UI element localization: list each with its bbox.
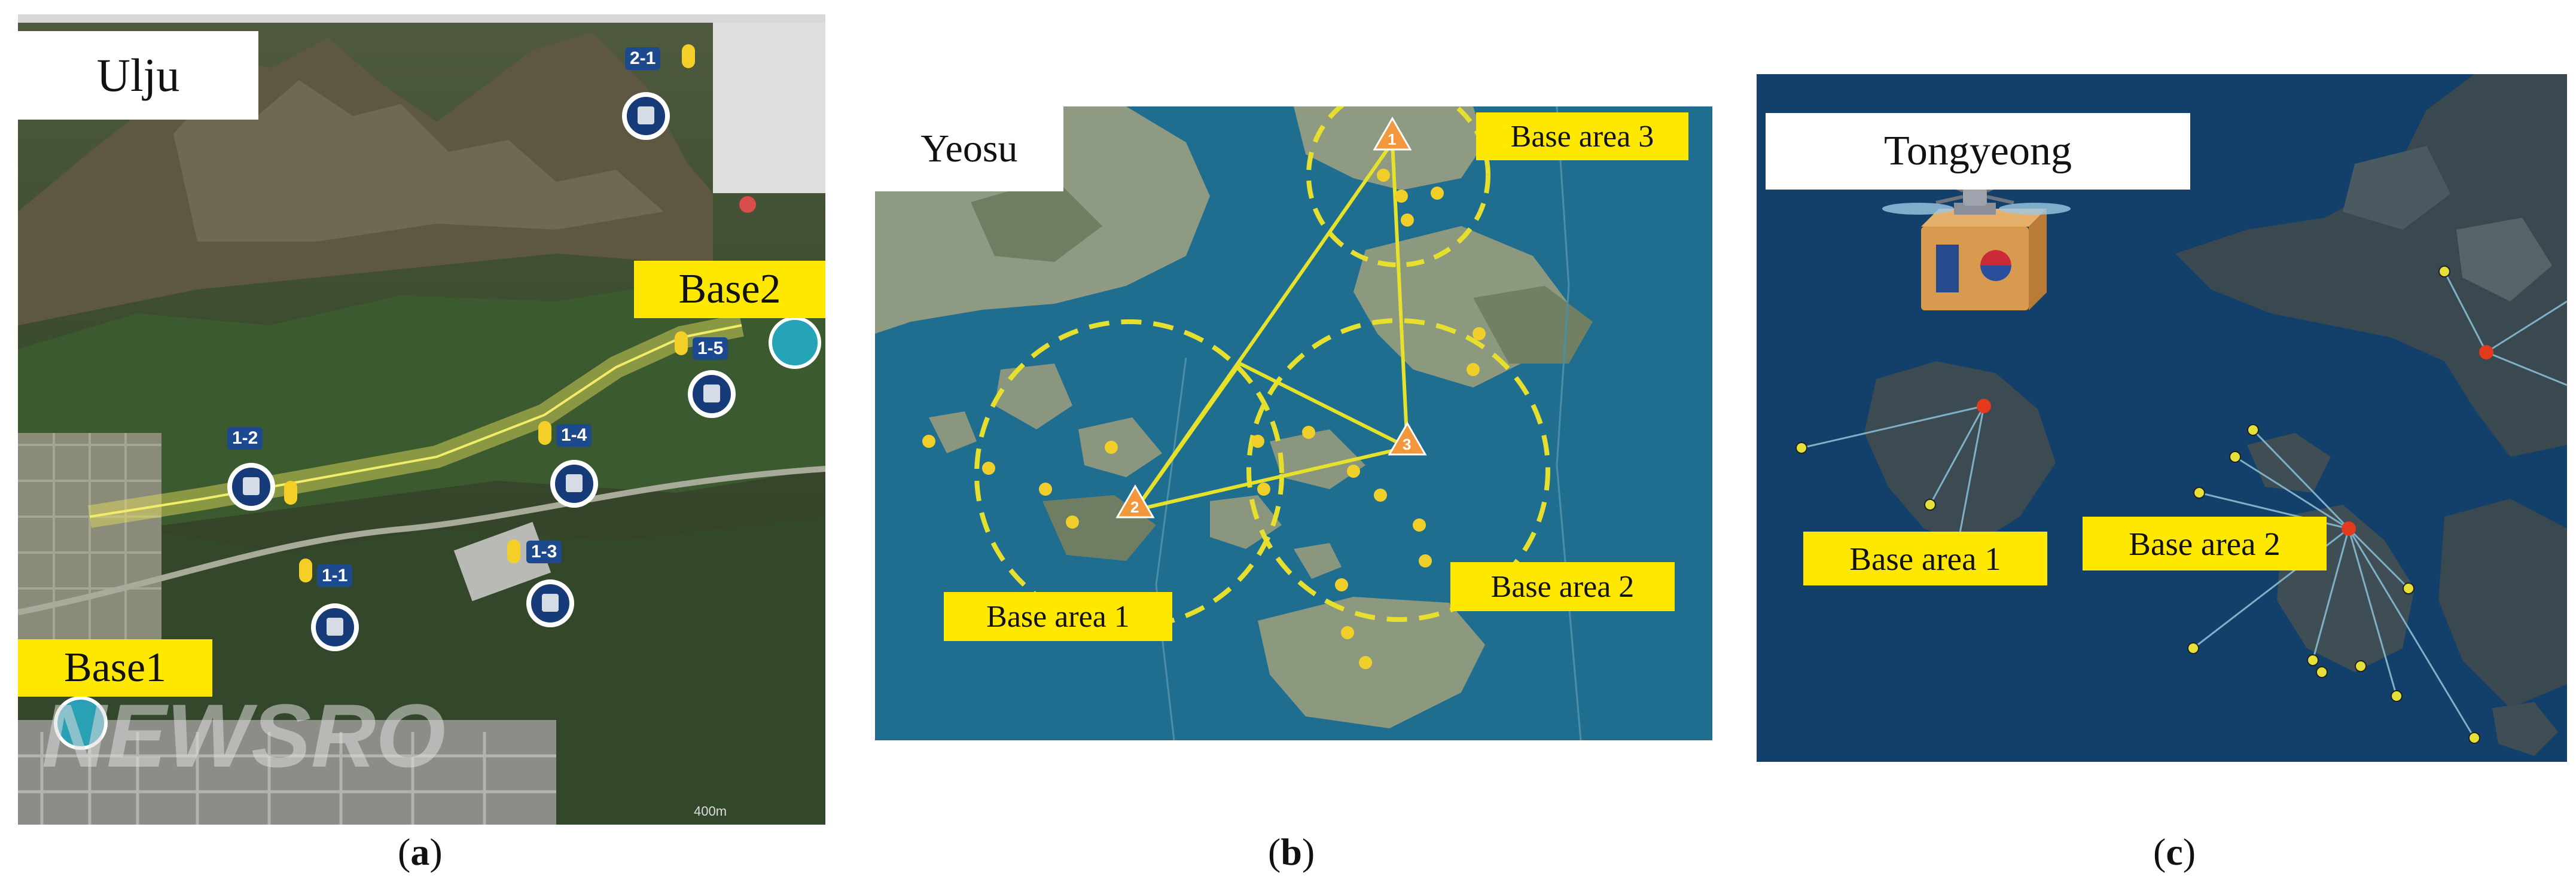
panel-b-yeosu-map: 1 2 3 Yeosu Base area 3 Base area 2 Base… <box>875 106 1712 740</box>
base2-label: Base2 <box>634 261 825 318</box>
caption-a: (a) <box>398 831 443 873</box>
waypoint-icon-1-4 <box>550 460 598 508</box>
panel-c-tongyeong-map: Tongyeong Base area 1 Base area 2 <box>1757 74 2567 762</box>
base-area-1-label: Base area 1 <box>1803 532 2047 585</box>
waypoint-pin-1-2 <box>284 481 297 505</box>
panel-c-title: Tongyeong <box>1766 113 2190 190</box>
waypoint-icon-1-2 <box>227 463 275 511</box>
panel-a-title: Ulju <box>18 31 258 120</box>
caption-b-letter: b <box>1281 831 1302 873</box>
map-scale-text: 400m <box>694 804 727 819</box>
base-area-2-label: Base area 2 <box>2083 517 2327 570</box>
marker-1-text: 1 <box>1388 130 1397 148</box>
panel-b-title: Yeosu <box>875 106 1063 191</box>
marker-3-text: 3 <box>1403 435 1412 453</box>
waypoint-label-1-1: 1-1 <box>317 565 353 587</box>
waypoint-pin-1-1 <box>299 559 312 582</box>
waypoint-label-1-2: 1-2 <box>227 427 263 450</box>
newsro-watermark: NEWSRO <box>42 685 446 786</box>
waypoint-icon-2-1 <box>622 92 670 140</box>
caption-c-letter: c <box>2166 831 2183 873</box>
waypoint-pin-2-1 <box>682 44 695 68</box>
caption-c: (c) <box>2153 831 2196 873</box>
waypoint-pin-1-3 <box>507 539 520 563</box>
waypoint-label-1-3: 1-3 <box>526 541 562 563</box>
base2-station-icon <box>769 316 821 369</box>
base-area-1-label: Base area 1 <box>944 592 1172 641</box>
base1-label: Base1 <box>18 639 212 697</box>
waypoint-label-1-4: 1-4 <box>556 424 592 447</box>
base-area-3-label: Base area 3 <box>1476 112 1688 160</box>
caption-a-letter: a <box>410 831 430 873</box>
waypoint-pin-1-4 <box>538 421 551 445</box>
base1-station-icon <box>54 696 108 750</box>
waypoint-pin-1-5 <box>675 331 688 355</box>
waypoint-label-1-5: 1-5 <box>693 337 728 360</box>
waypoint-icon-1-1 <box>311 603 359 651</box>
waypoint-icon-1-3 <box>526 579 574 627</box>
marker-2-text: 2 <box>1130 498 1139 516</box>
waypoint-label-2-1: 2-1 <box>625 47 661 70</box>
base-area-2-label: Base area 2 <box>1450 562 1675 611</box>
caption-b: (b) <box>1268 831 1315 873</box>
ulju-terrain-image <box>18 14 825 825</box>
panel-a-ulju-map: 2-1 1-5 1-4 1-2 1-3 1-1 NEWSRO 400m Ulju… <box>18 14 825 825</box>
waypoint-icon-1-5 <box>688 370 736 418</box>
